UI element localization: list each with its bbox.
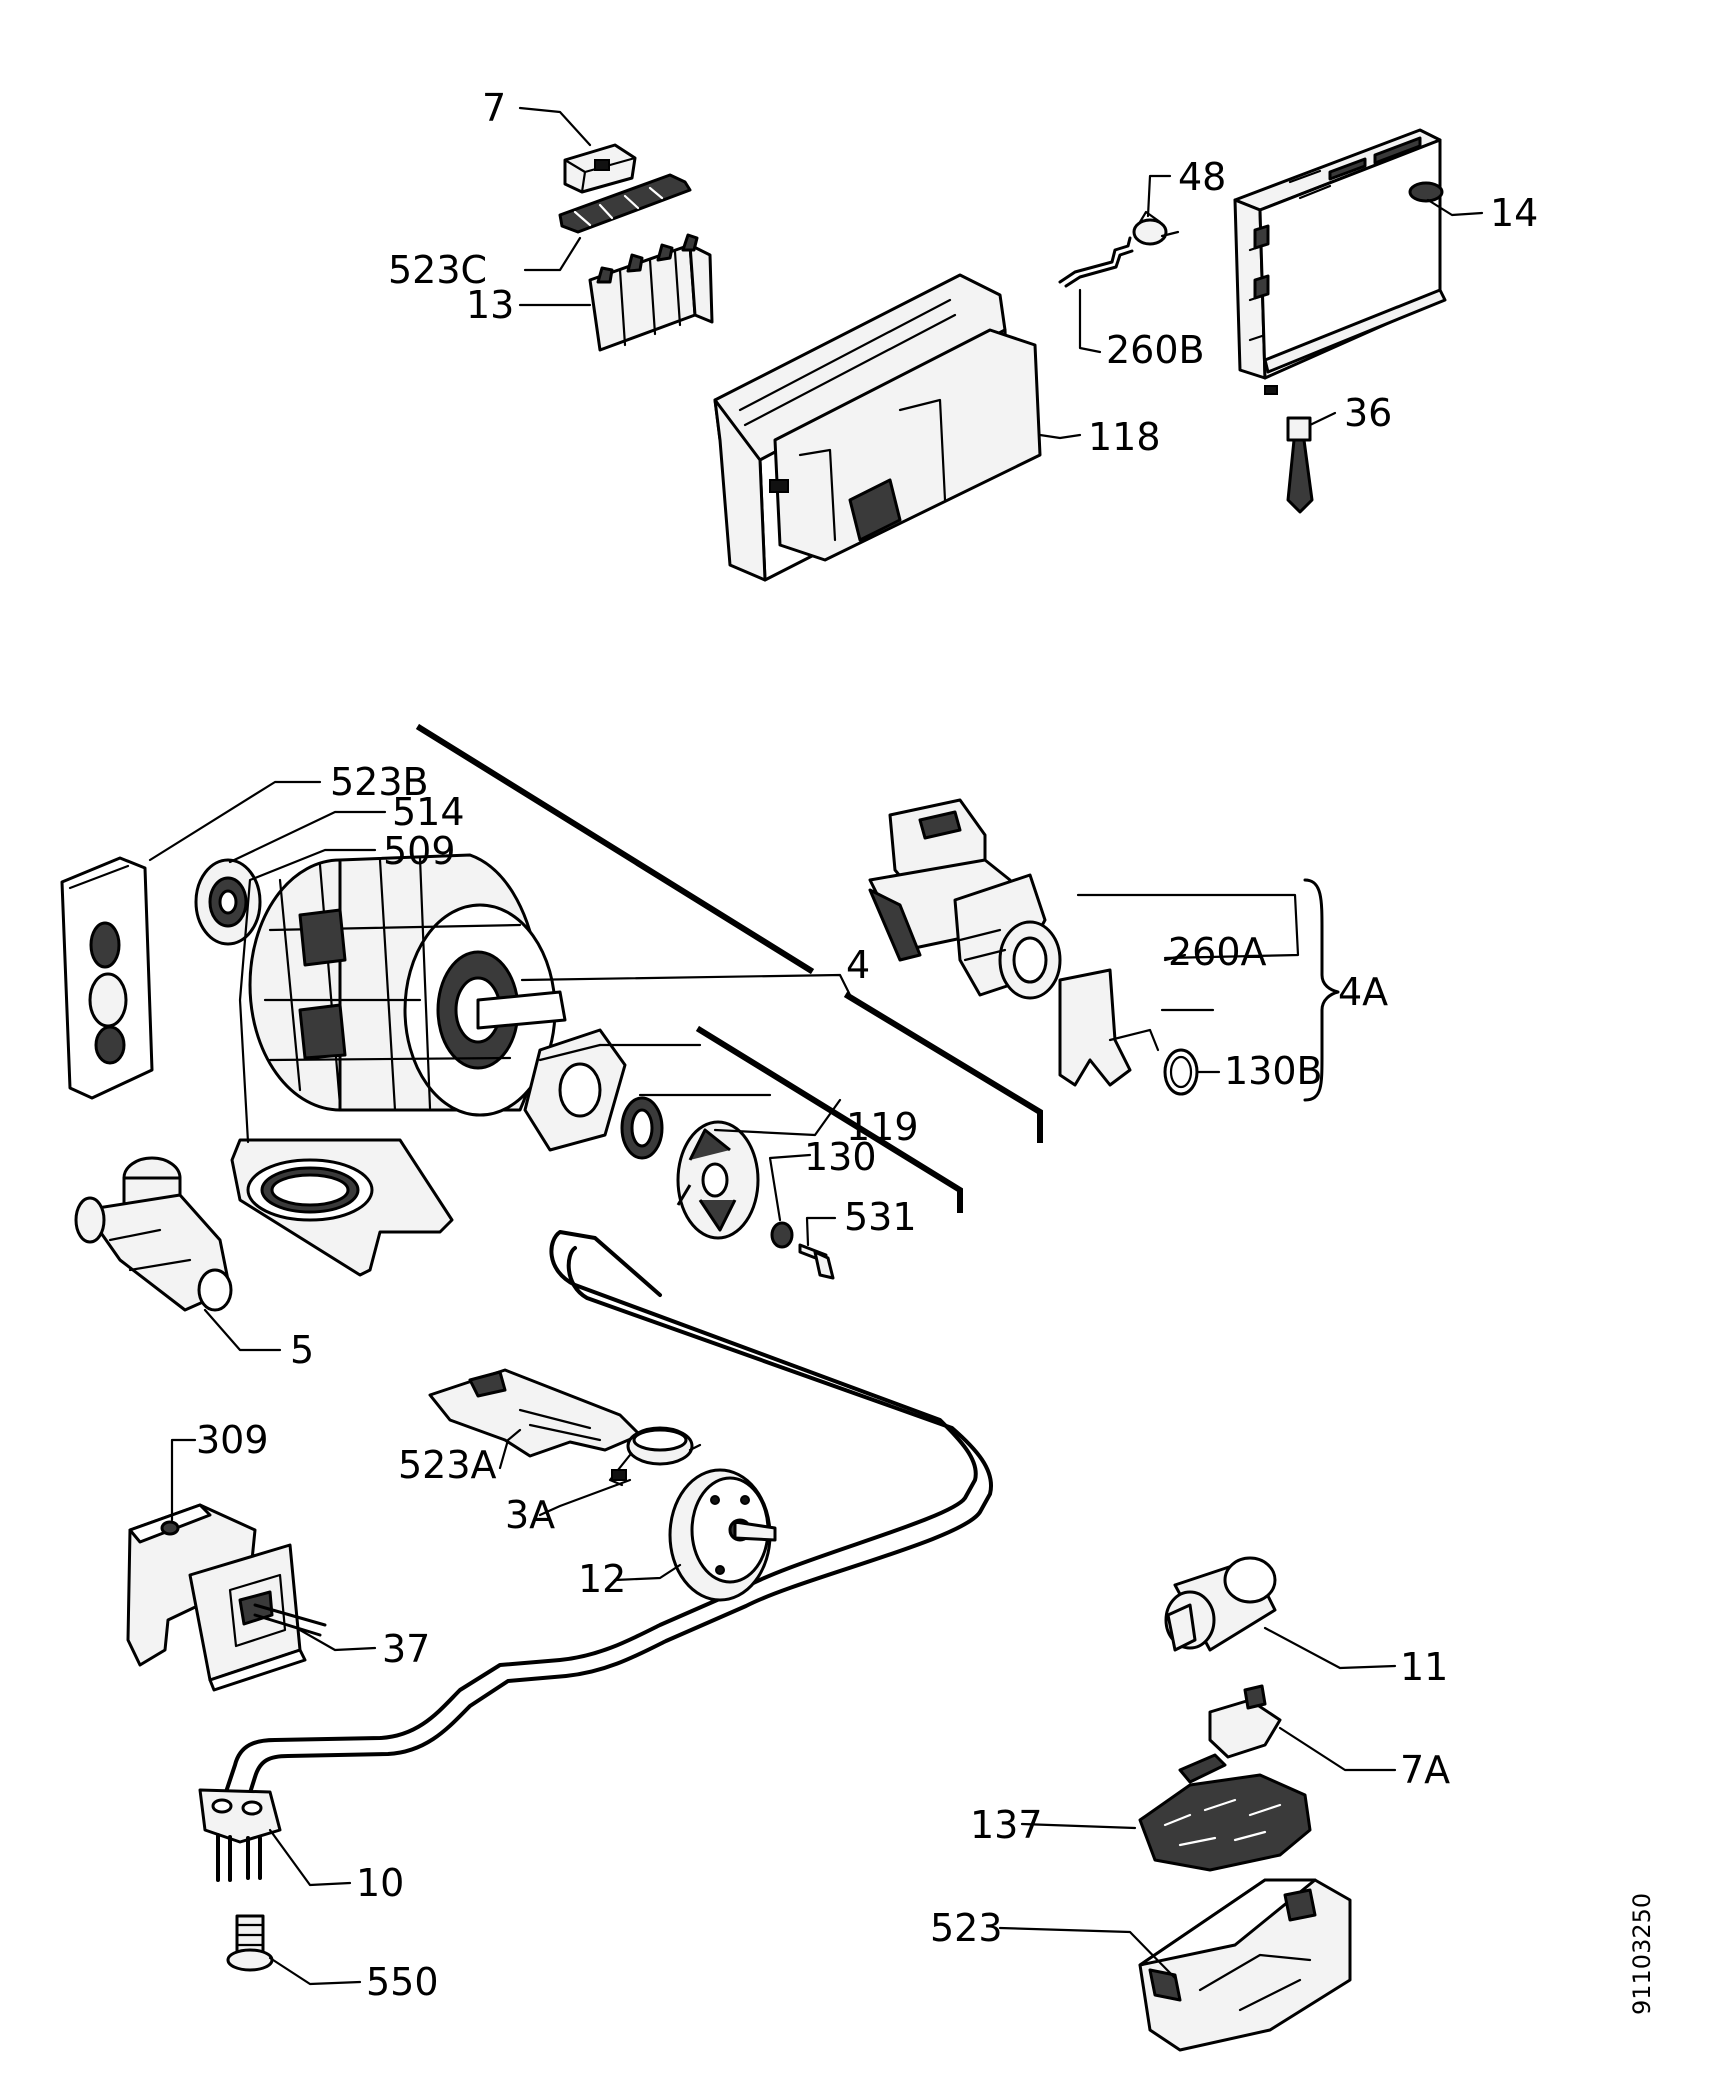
label-550: 550 [366,1960,439,2004]
label-514: 514 [392,790,465,834]
part-5-valve [74,1156,233,1312]
bracket-4a [1303,878,1340,1102]
label-7a: 7A [1400,1748,1450,1792]
part-37-pressure-switch [188,1543,327,1692]
part-531-screw [798,1243,835,1280]
part-36-sensor [1286,416,1314,514]
part-130-nut [770,1221,794,1249]
part-11-actuator [1164,1556,1277,1652]
part-509-motor [248,853,567,1117]
label-509: 509 [383,829,456,873]
label-260a: 260A [1168,930,1267,974]
label-523a: 523A [398,1443,497,1487]
label-309: 309 [196,1418,269,1462]
part-12-pressostat [668,1468,777,1602]
part-523-housing [1138,1878,1352,2052]
part-514-bearing [194,858,262,946]
label-523b: 523B [330,760,429,804]
part-10-heating-element [198,1230,994,1882]
part-118-dispenser [713,273,1042,582]
label-13: 13 [466,283,514,327]
part-labels: 7 523C 13 48 260B 14 118 36 523B 514 509… [196,86,1538,2004]
label-137: 137 [970,1803,1043,1847]
label-531: 531 [844,1195,917,1239]
part-13-terminal-block [588,233,714,352]
label-130b: 130B [1224,1049,1323,1093]
label-260b: 260B [1106,328,1205,372]
label-523c: 523C [388,248,487,292]
label-14: 14 [1490,191,1538,235]
part-3a-thermostat [608,1426,702,1487]
leader-lines [148,106,1484,1986]
label-36: 36 [1344,391,1392,435]
label-3a: 3A [505,1493,555,1537]
part-550-bushing [226,1914,274,1972]
label-130: 130 [804,1135,877,1179]
label-523: 523 [930,1906,1003,1950]
part-4a-pump [868,798,1062,1000]
label-48: 48 [1178,155,1226,199]
part-137-filter [1138,1773,1312,1872]
part-523a-plate [428,1368,642,1458]
part-523c-strip [558,173,692,234]
label-119: 119 [846,1105,919,1149]
part-260b-wire [1058,236,1134,288]
part-flange [523,1028,627,1152]
part-7a-microswitch [1178,1684,1282,1784]
label-5: 5 [290,1328,314,1372]
label-37: 37 [382,1627,430,1671]
part-48-clip [1132,210,1180,246]
part-7-switch [563,143,637,194]
label-4: 4 [846,943,870,987]
part-523b-plate [60,856,154,1100]
label-4a: 4A [1338,970,1388,1014]
label-118: 118 [1088,415,1161,459]
drawing-code: 91103250 [1628,1893,1656,2015]
part-260a-clip [1058,968,1160,1087]
label-10: 10 [356,1861,404,1905]
part-seal-ring [620,1096,664,1160]
part-14-control-board [1233,128,1447,395]
part-4-mounting-plate [230,1138,454,1277]
label-12: 12 [578,1557,626,1601]
label-11: 11 [1400,1645,1448,1689]
part-119-impeller [676,1120,760,1240]
part-130b-ring [1163,1048,1199,1096]
section-divider [415,723,1043,1213]
label-7: 7 [482,86,506,130]
